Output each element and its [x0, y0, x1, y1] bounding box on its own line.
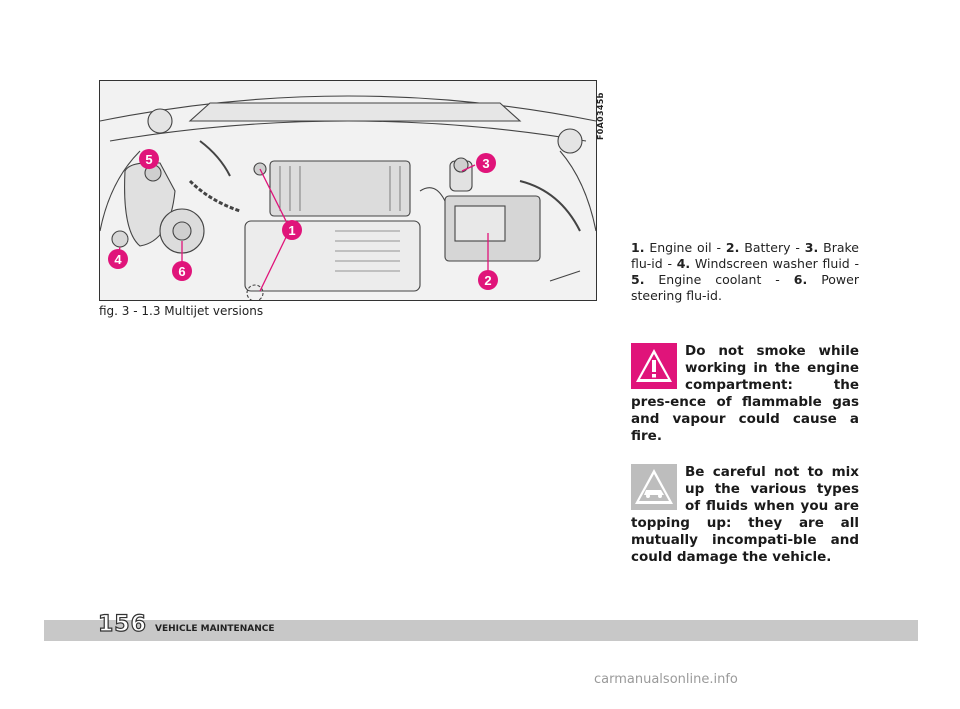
fire-warning-note: Do not smoke while working in the engine… [631, 343, 859, 445]
legend-num-3: 3. [804, 240, 819, 255]
engine-compartment-figure: 5 1 2 3 4 6 [99, 80, 597, 301]
legend-text-2: Battery - [739, 240, 805, 255]
figure-legend: 1. Engine oil - 2. Battery - 3. Brake fl… [631, 240, 859, 304]
callout-1 [282, 220, 302, 240]
callout-1-label: 1 [288, 223, 295, 238]
footer-bar [44, 620, 918, 641]
vehicle-caution-icon [631, 464, 677, 510]
page-number: 156 [97, 611, 147, 637]
legend-text-4: Windscreen washer fluid - [690, 256, 859, 271]
warning-triangle-icon [631, 343, 677, 389]
watermark: carmanualsonline.info [594, 672, 738, 687]
legend-num-1: 1. [631, 240, 645, 255]
legend-text-6: Power steering flu-id. [631, 272, 859, 303]
callout-3 [476, 153, 496, 173]
legend-num-5: 5. [631, 272, 645, 287]
callout-4 [108, 249, 128, 269]
legend-num-4: 4. [676, 256, 691, 271]
legend-text-1: Engine oil - [644, 240, 726, 255]
callout-3-label: 3 [482, 156, 489, 171]
callout-2 [478, 270, 498, 290]
warning-text: Do not smoke while working in the engine… [631, 343, 859, 444]
engine-drawing: 5 1 2 3 4 6 [100, 95, 596, 300]
callout-6 [172, 261, 192, 281]
legend-num-6: 6. [793, 272, 808, 287]
section-title: VEHICLE MAINTENANCE [155, 624, 275, 634]
callout-5 [139, 149, 159, 169]
legend-num-2: 2. [725, 240, 740, 255]
figure-code: F0A0345b [596, 92, 605, 140]
callout-2-label: 2 [484, 273, 491, 288]
caution-text: Be careful not to mix up the various typ… [631, 464, 859, 565]
callout-4-label: 4 [114, 252, 122, 267]
callout-6-label: 6 [178, 264, 185, 279]
legend-text-5: Engine coolant - [644, 272, 794, 287]
fluid-caution-note: Be careful not to mix up the various typ… [631, 464, 859, 566]
legend-text-3: Brake flu-id - [631, 240, 859, 271]
figure-caption: fig. 3 - 1.3 Multijet versions [99, 304, 264, 318]
callout-5-label: 5 [145, 152, 152, 167]
